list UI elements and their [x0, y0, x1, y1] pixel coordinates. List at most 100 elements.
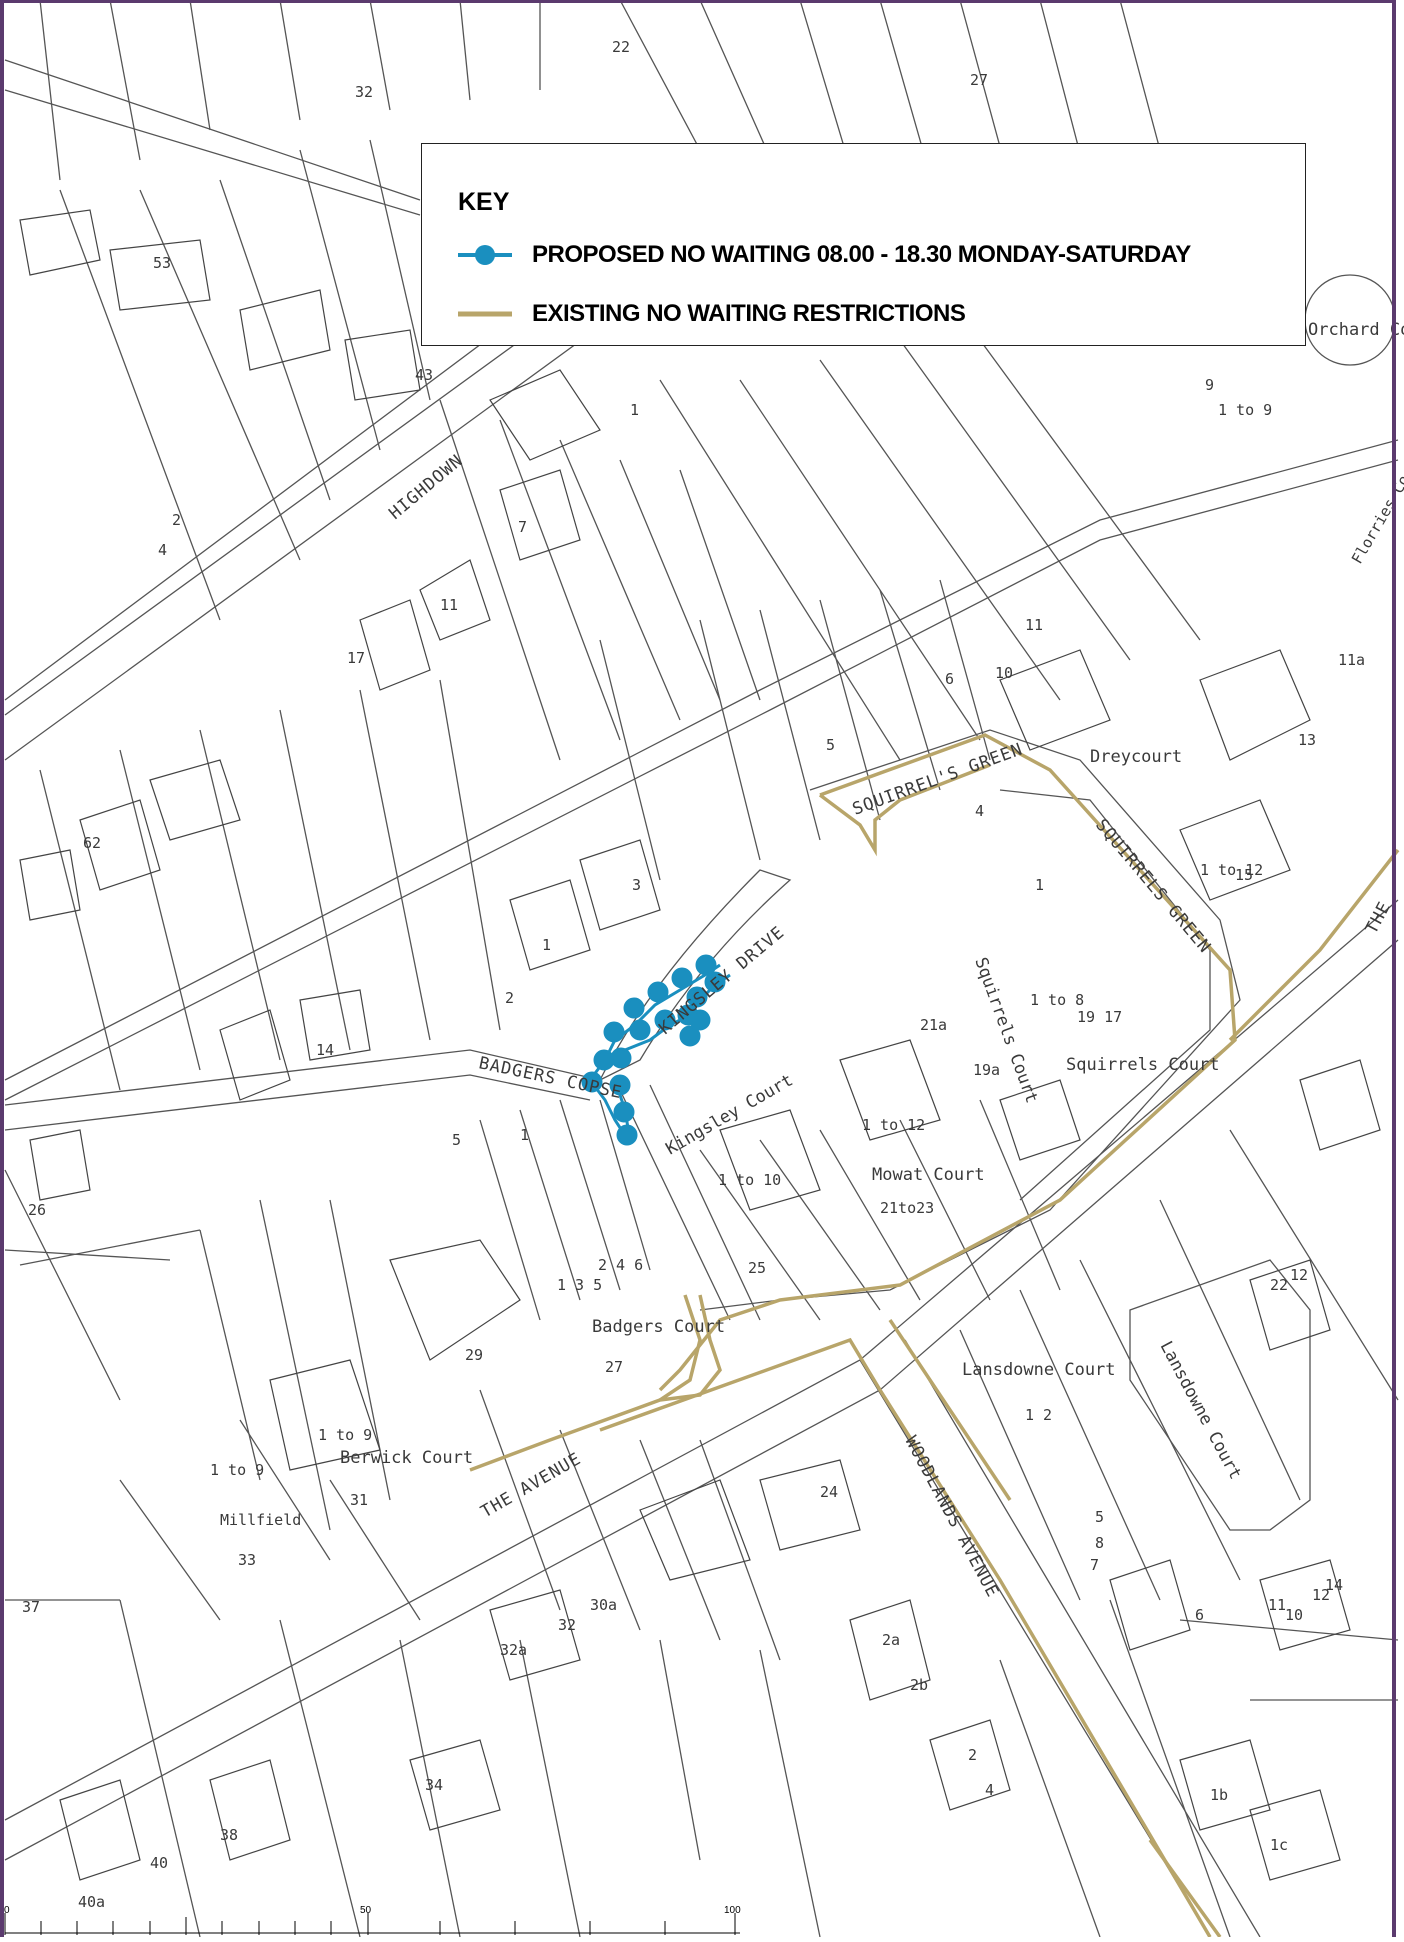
plot-number: 30a: [590, 1596, 617, 1614]
plot-number: 32: [355, 83, 373, 101]
plot-number: 32: [558, 1616, 576, 1634]
plot-number: 1c: [1270, 1836, 1288, 1854]
place-label-berwick-court: Berwick Court: [340, 1448, 473, 1468]
plot-number: 2 4 6: [598, 1256, 643, 1274]
existing-restrictions: [469, 733, 1400, 1937]
plot-number: 6: [1195, 1606, 1204, 1624]
plot-number: 4: [985, 1781, 994, 1799]
proposed-line-dot-icon: [458, 240, 512, 270]
place-label-badgers-court: Badgers Court: [592, 1317, 725, 1337]
plot-number: 10: [1285, 1606, 1303, 1624]
plot-number: 2b: [910, 1676, 928, 1694]
plot-number: 14: [316, 1041, 334, 1059]
plot-number: 8: [1095, 1534, 1104, 1552]
scale-tick-50: 50: [360, 1905, 372, 1916]
plot-number: 1: [630, 401, 639, 419]
map-key: KEY PROPOSED NO WAITING 08.00 - 18.30 MO…: [421, 143, 1306, 346]
plot-number: 11: [1025, 616, 1043, 634]
existing-line-squirrels-inner: [818, 763, 991, 857]
plot-number: 5: [1095, 1508, 1104, 1526]
plot-number: 2: [505, 989, 514, 1007]
plot-number: 11: [1268, 1596, 1286, 1614]
plot-number: 2a: [882, 1631, 900, 1649]
plot-number: 24: [820, 1483, 838, 1501]
plot-number: 12: [1290, 1266, 1308, 1284]
plot-number: 11a: [1338, 651, 1365, 669]
plot-number: 1: [1035, 876, 1044, 894]
key-item-existing: EXISTING NO WAITING RESTRICTIONS: [458, 299, 966, 329]
plot-number: 2: [968, 1746, 977, 1764]
plot-number: 13: [1298, 731, 1316, 749]
plot-number: 5: [826, 736, 835, 754]
existing-line-squirrels: [658, 733, 1237, 1392]
lansdowne-court-block: [1129, 1259, 1311, 1531]
plot-number: 29: [465, 1346, 483, 1364]
plot-number: 38: [220, 1826, 238, 1844]
plot-number: 9: [1205, 376, 1214, 394]
key-item-existing-label: EXISTING NO WAITING RESTRICTIONS: [532, 300, 966, 327]
place-label-lansdowne-court-a: Lansdowne Court: [962, 1360, 1116, 1380]
plot-number: 1b: [1210, 1786, 1228, 1804]
plot-number: 1 to 9: [1218, 401, 1272, 419]
upper-diagonal-road: [4, 439, 1399, 1101]
plot-number: 27: [970, 71, 988, 89]
place-label-squirrels-court-b: Squirrels Court: [1066, 1055, 1220, 1075]
plot-number: 53: [153, 254, 171, 272]
plot-number: 4: [975, 802, 984, 820]
plot-number: 31: [350, 1491, 368, 1509]
plot-number: 1: [520, 1126, 529, 1144]
plot-number: 21to23: [880, 1199, 934, 1217]
plot-number: 3: [632, 876, 641, 894]
plot-number: 1 2: [1025, 1406, 1052, 1424]
plot-number: 34: [425, 1776, 443, 1794]
key-item-proposed: PROPOSED NO WAITING 08.00 - 18.30 MONDAY…: [458, 240, 1191, 270]
plot-number: 1: [542, 936, 551, 954]
plot-number: 7: [1090, 1556, 1099, 1574]
plot-number: 15: [1235, 866, 1253, 884]
scale-tick-100: 100: [724, 1905, 741, 1916]
plot-number: 33: [238, 1551, 256, 1569]
plot-number: 2: [172, 511, 181, 529]
plot-number: 26: [28, 1201, 46, 1219]
key-title: KEY: [458, 188, 510, 216]
proposed-restrictions: [581, 954, 731, 1146]
plot-number: 22: [1270, 1276, 1288, 1294]
scale-tick-0: 0: [4, 1905, 10, 1916]
place-label-millfield: Millfield: [220, 1511, 301, 1529]
plot-number: 19a: [973, 1061, 1000, 1079]
plot-number: 22: [612, 38, 630, 56]
plot-number: 21a: [920, 1016, 947, 1034]
plot-number: 19 17: [1077, 1008, 1122, 1026]
plot-number: 1 to 10: [718, 1171, 781, 1189]
plot-number: 12: [1312, 1586, 1330, 1604]
plot-number: 1 to 9: [318, 1426, 372, 1444]
place-label-mowat-court: Mowat Court: [872, 1165, 985, 1185]
plot-number: 1 to 12: [1200, 861, 1263, 879]
existing-line-icon: [458, 299, 512, 329]
existing-line-woodlands: [599, 1337, 1212, 1937]
plot-number: 17: [347, 649, 365, 667]
plot-number: 37: [22, 1598, 40, 1616]
plot-number: 25: [748, 1259, 766, 1277]
plot-number: 27: [605, 1358, 623, 1376]
place-label-dreycourt: Dreycourt: [1090, 747, 1182, 767]
plot-number: 62: [83, 834, 101, 852]
plot-number: 1 to 8: [1030, 991, 1084, 1009]
badgers-copse-road: [4, 1049, 601, 1131]
plot-number: 1 to 12: [862, 1116, 925, 1134]
plot-number: 43: [415, 366, 433, 384]
plot-number: 32a: [500, 1641, 527, 1659]
plot-number: 4: [158, 541, 167, 559]
plot-number: 11: [440, 596, 458, 614]
plot-number: 40a: [78, 1893, 105, 1911]
plot-number: 14: [1325, 1576, 1343, 1594]
plot-number: 10: [995, 664, 1013, 682]
plot-number: 1 to 9: [210, 1461, 264, 1479]
key-item-proposed-label: PROPOSED NO WAITING 08.00 - 18.30 MONDAY…: [532, 241, 1191, 268]
plot-number: 6: [945, 670, 954, 688]
plot-number: 7: [518, 518, 527, 536]
place-label-orchard-court: Orchard Court: [1308, 320, 1404, 340]
scale-bar: 0 50 100: [0, 1905, 760, 1937]
